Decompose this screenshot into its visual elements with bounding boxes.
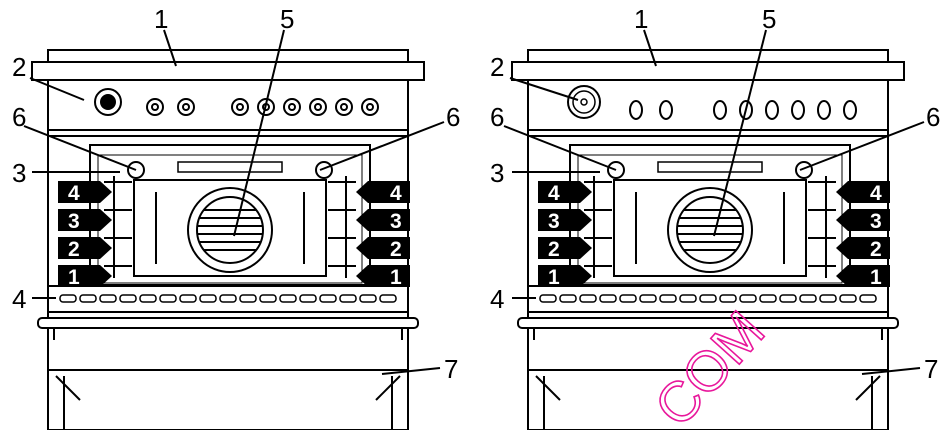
shelf-tags-right-oven-left: 4 3 2 1 <box>538 181 592 289</box>
callout-3: 3 <box>490 158 504 188</box>
shelf-label-4: 4 <box>548 182 560 205</box>
callout-3: 3 <box>12 158 26 188</box>
shelf-tag <box>538 209 592 231</box>
shelf-tag <box>58 209 112 231</box>
callout-numbers-right: 1 2 3 4 5 6 6 7 <box>490 4 940 384</box>
callout-7: 7 <box>444 354 458 384</box>
shelf-label-1: 1 <box>870 266 882 289</box>
shelf-label-2: 2 <box>68 238 80 261</box>
shelf-tag <box>58 265 112 287</box>
shelf-tag <box>836 209 890 231</box>
shelf-tag <box>836 237 890 259</box>
shelf-label-1: 1 <box>390 266 402 289</box>
shelf-tag <box>836 181 890 203</box>
shelf-tags-left-oven-left: 4 3 2 1 <box>58 181 112 289</box>
callout-2: 2 <box>12 52 26 82</box>
shelf-tag <box>538 265 592 287</box>
shelf-label-2: 2 <box>870 238 882 261</box>
shelf-label-3: 3 <box>390 210 402 233</box>
callout-7: 7 <box>924 354 938 384</box>
callout-5: 5 <box>762 4 776 34</box>
callout-4: 4 <box>490 284 504 314</box>
shelf-tag <box>538 237 592 259</box>
shelf-label-1: 1 <box>68 266 80 289</box>
shelf-label-2: 2 <box>390 238 402 261</box>
callout-1: 1 <box>634 4 648 34</box>
shelf-tag <box>356 265 410 287</box>
shelf-tags-right-oven-right: 4 3 2 1 <box>836 181 890 289</box>
callout-6: 6 <box>446 102 460 132</box>
shelf-label-2: 2 <box>548 238 560 261</box>
shelf-tag <box>538 181 592 203</box>
shelf-tag <box>356 209 410 231</box>
shelf-label-3: 3 <box>870 210 882 233</box>
shelf-label-4: 4 <box>870 182 882 205</box>
callout-4: 4 <box>12 284 26 314</box>
control-knobs <box>629 100 857 120</box>
shelf-tags-left-oven-right: 4 3 2 1 <box>356 181 410 289</box>
callout-2: 2 <box>490 52 504 82</box>
shelf-tag <box>836 265 890 287</box>
callout-6: 6 <box>12 102 26 132</box>
callout-5: 5 <box>280 4 294 34</box>
shelf-label-4: 4 <box>68 182 80 205</box>
shelf-tag <box>58 237 112 259</box>
callout-1: 1 <box>154 4 168 34</box>
callout-6: 6 <box>926 102 940 132</box>
shelf-tag <box>356 237 410 259</box>
callout-numbers-left: 1 2 3 4 5 6 6 7 <box>12 4 460 384</box>
analog-clock-icon <box>567 85 601 119</box>
right-oven <box>511 49 905 430</box>
clock-icon <box>94 88 122 116</box>
control-knobs <box>146 98 379 116</box>
shelf-tag <box>58 181 112 203</box>
leader-lines <box>23 29 925 375</box>
callout-6: 6 <box>490 102 504 132</box>
shelf-label-3: 3 <box>68 210 80 233</box>
shelf-label-1: 1 <box>548 266 560 289</box>
shelf-tag <box>356 181 410 203</box>
shelf-label-3: 3 <box>548 210 560 233</box>
shelf-label-4: 4 <box>390 182 402 205</box>
